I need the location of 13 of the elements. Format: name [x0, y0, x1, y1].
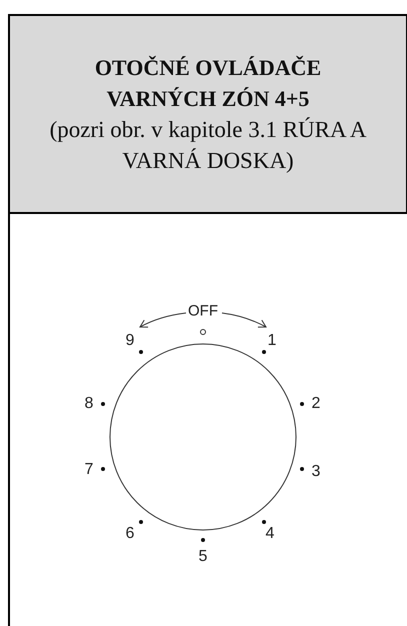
heading: OTOČNÉ OVLÁDAČE VARNÝCH ZÓN 4+5 — [94, 54, 322, 113]
position-number: 2 — [312, 396, 320, 412]
position-number: 8 — [84, 396, 94, 412]
reference-note: (pozri obr. v kapitole 3.1 RÚRA A VARNÁ DOSKA) — [48, 116, 368, 175]
position-number: 5 — [198, 549, 208, 565]
position-number: 6 — [126, 526, 134, 542]
position-number: 1 — [268, 333, 276, 349]
position-number: 9 — [126, 333, 134, 349]
position-number: 4 — [266, 526, 274, 542]
off-label: OFF — [188, 304, 218, 318]
position-number: 7 — [84, 462, 94, 478]
position-number: 3 — [312, 464, 320, 480]
header-cell — [8, 14, 407, 214]
